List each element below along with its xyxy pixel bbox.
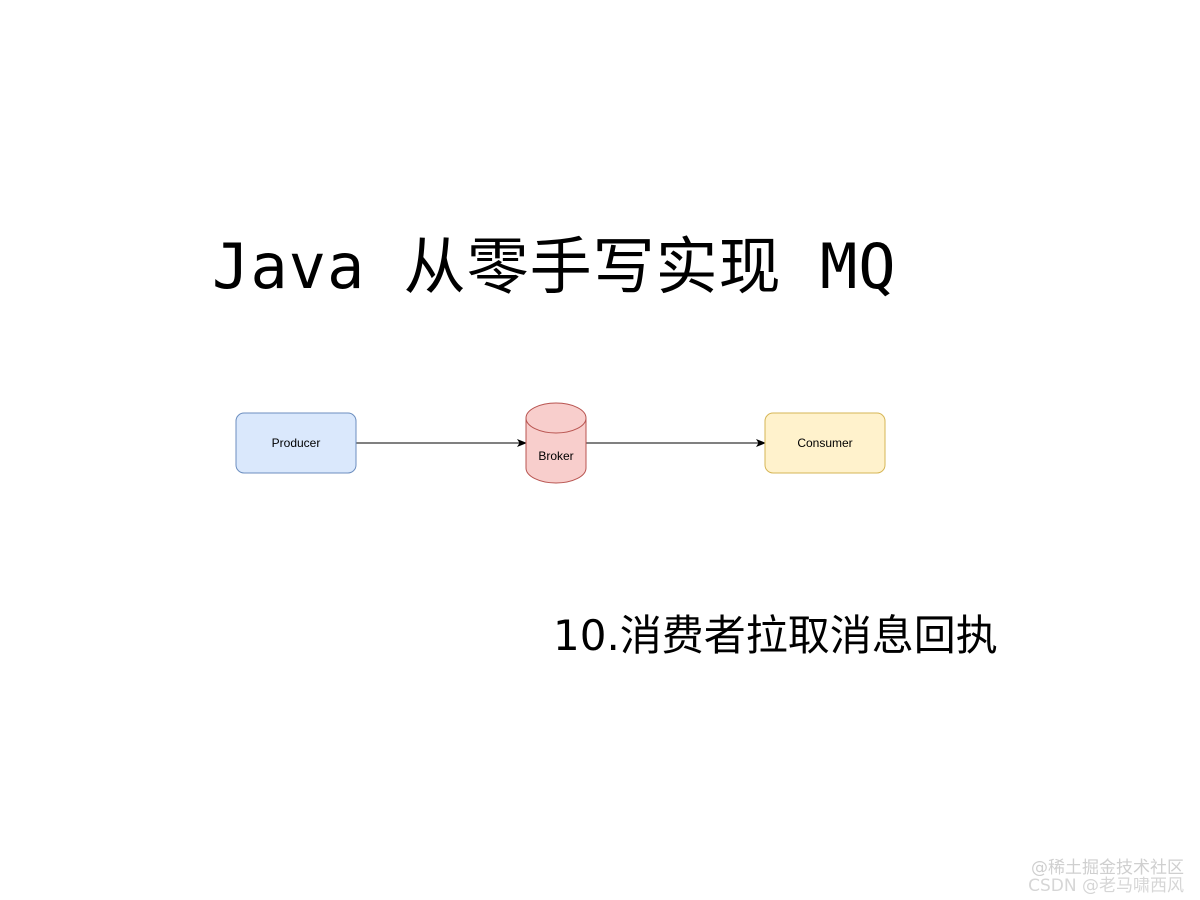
broker-label: Broker bbox=[538, 449, 573, 463]
watermark-juejin: @稀土掘金技术社区 bbox=[1031, 858, 1184, 878]
page-subtitle: 10.消费者拉取消息回执 bbox=[553, 611, 998, 660]
consumer-label: Consumer bbox=[797, 436, 852, 450]
producer-box bbox=[235, 412, 357, 474]
broker-node: Broker bbox=[525, 402, 587, 484]
consumer-node: Consumer bbox=[764, 412, 886, 474]
broker-cylinder-body bbox=[525, 418, 587, 484]
consumer-box bbox=[764, 412, 886, 474]
producer-label: Producer bbox=[272, 436, 321, 450]
producer-node: Producer bbox=[235, 412, 357, 474]
broker-cylinder-top bbox=[525, 402, 587, 434]
watermark-csdn: CSDN @老马啸西风 bbox=[1028, 876, 1184, 896]
page-title: Java 从零手写实现 MQ bbox=[212, 230, 897, 303]
